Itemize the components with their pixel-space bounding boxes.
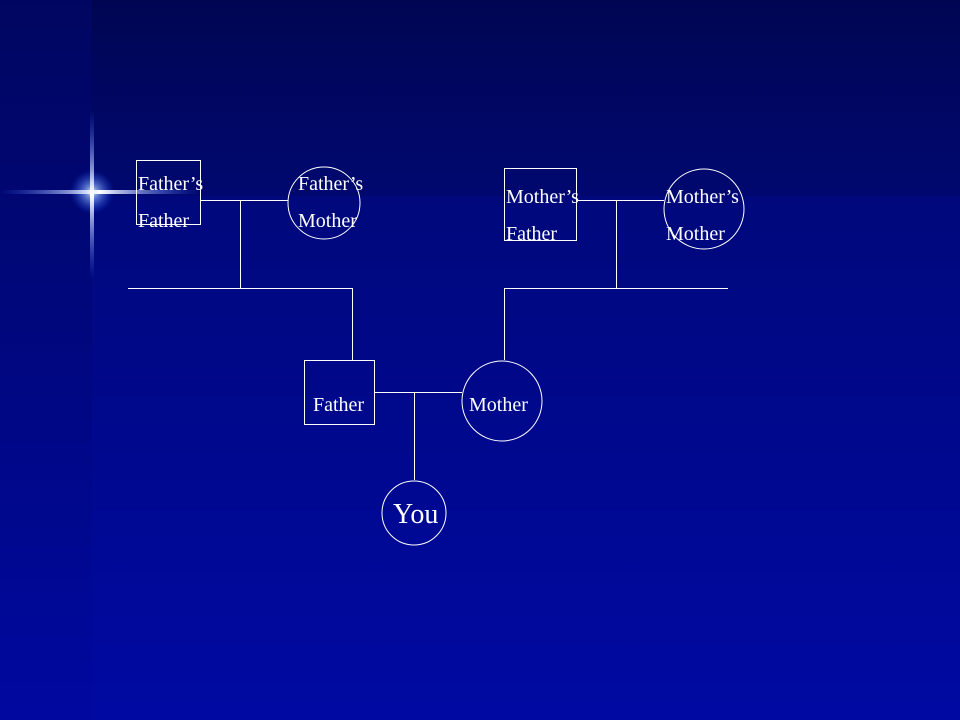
paternal-grandfather-square	[136, 160, 201, 225]
mother-label: Mother	[469, 394, 528, 416]
you-circle	[381, 480, 447, 546]
you-label: You	[393, 499, 439, 530]
maternal-grandfather-square	[504, 168, 577, 241]
paternal-grandmother-label-line2: Mother	[298, 210, 357, 232]
background-left-panel	[0, 0, 92, 720]
paternal-grandmother-circle	[287, 166, 361, 240]
maternal-grandmother-label-line2: Mother	[666, 223, 725, 245]
father-label: Father	[313, 394, 365, 416]
background-main-panel	[92, 196, 960, 720]
maternal-grandfather-label-line1: Mother’s	[506, 186, 579, 208]
background-top-band	[92, 0, 960, 196]
maternal-grandfather-label-line2: Father	[506, 223, 558, 245]
paternal-grandmother-label-line1: Father’s	[298, 173, 364, 195]
maternal-grandmother-label-line1: Mother’s	[666, 186, 739, 208]
paternal-grandfather-label-line1: Father’s	[138, 173, 204, 195]
maternal-grandmother-circle	[663, 168, 745, 250]
paternal-grandfather-label-line2: Father	[138, 210, 190, 232]
mother-circle	[461, 360, 543, 442]
